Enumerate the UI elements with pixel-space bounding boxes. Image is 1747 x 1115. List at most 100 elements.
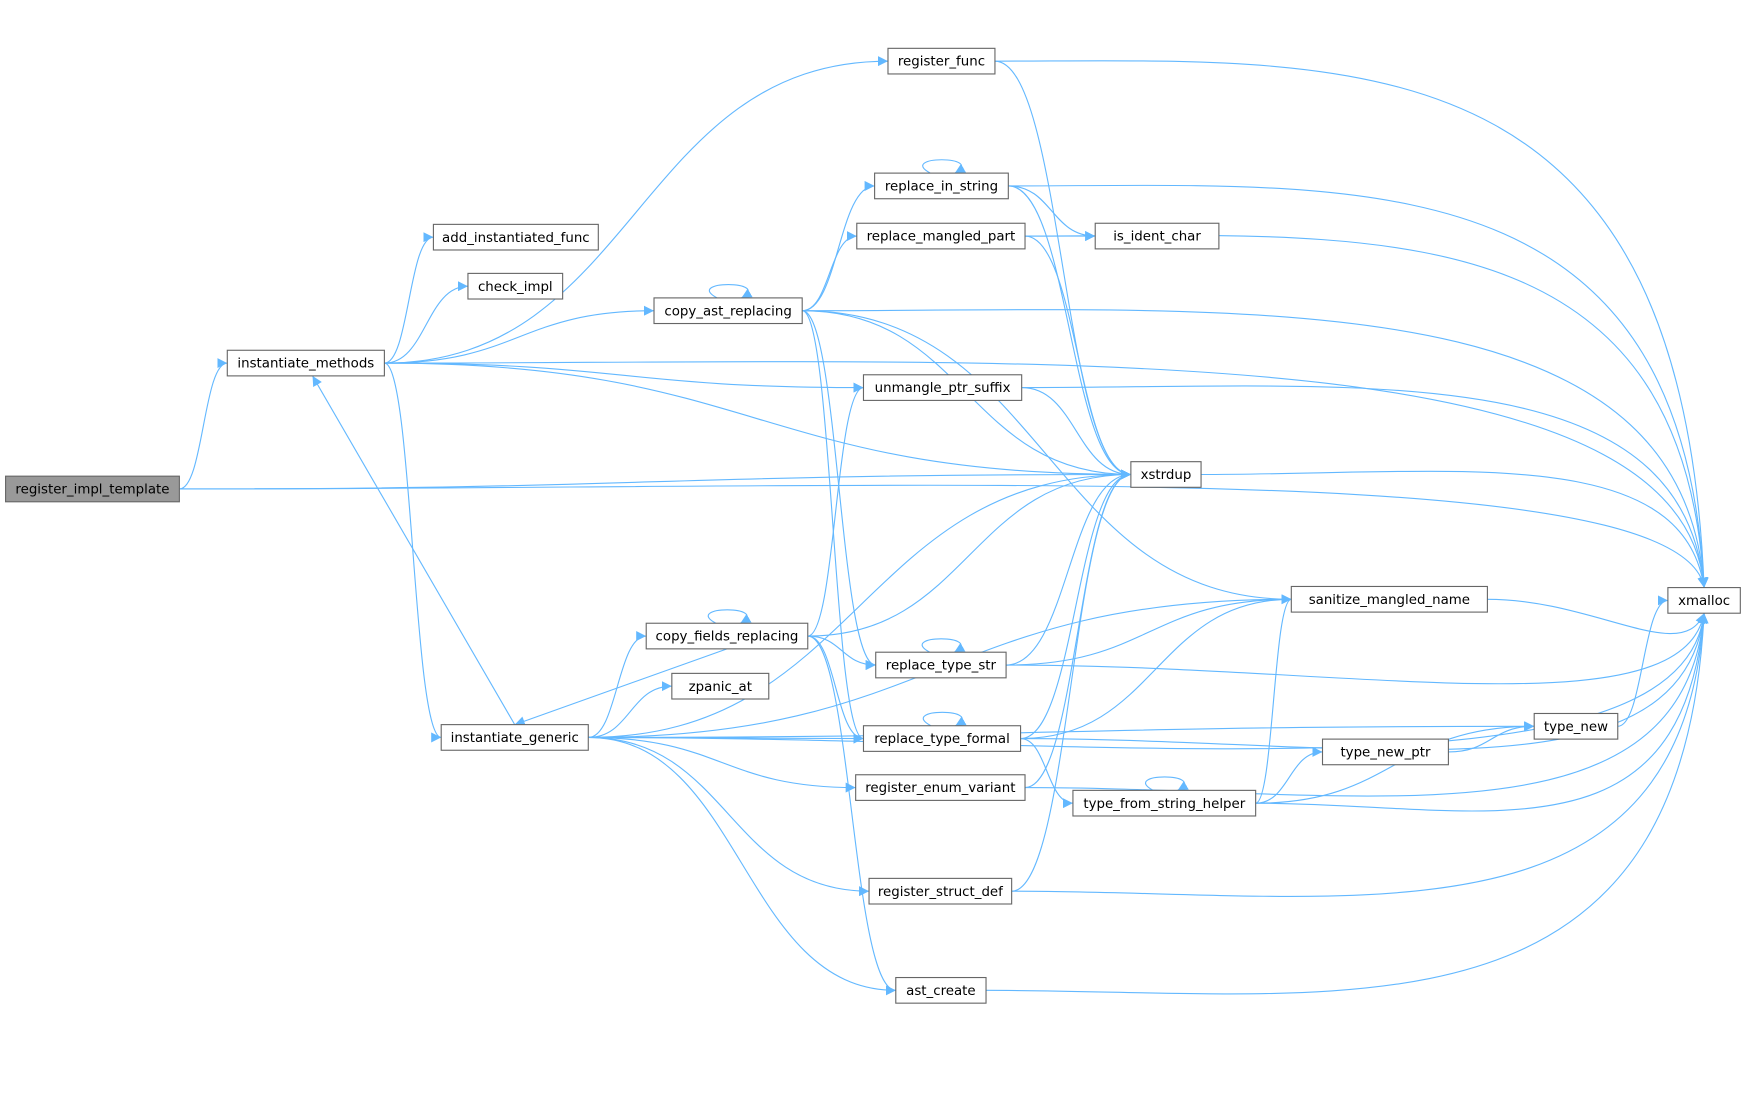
node-replace_type_str[interactable]: replace_type_str [875,651,1007,679]
node-type_new[interactable]: type_new [1533,712,1619,740]
edge-unmangle_ptr_suffix-to-xmalloc [1021,385,1709,588]
edge-copy_fields_replacing-to-instantiate_generic [514,648,728,726]
node-is_ident_char[interactable]: is_ident_char [1094,222,1220,250]
node-label: check_impl [478,280,553,295]
edge-instantiate_methods-to-check_impl [384,281,468,364]
node-label: unmangle_ptr_suffix [875,381,1011,396]
edge-replace_type_str-to-replace_type_str [921,638,966,653]
edge-replace_type_str-to-xmalloc [1006,613,1708,685]
edge-replace_in_string-to-xstrdup [1008,185,1131,480]
edge-replace_mangled_part-to-xstrdup [1025,235,1131,480]
node-label: replace_in_string [885,180,998,195]
edge-copy_fields_replacing-to-copy_fields_replacing [707,609,752,624]
edge-instantiate_methods-to-add_instantiated_func [384,232,434,364]
edge-replace_in_string-to-xmalloc [1008,184,1709,588]
node-label: replace_type_formal [874,732,1010,747]
node-label: instantiate_generic [451,731,579,746]
edge-replace_type_formal-to-sanitize_mangled_name [1020,594,1292,740]
edge-type_new-to-xmalloc [1617,595,1669,727]
edge-instantiate_generic-to-register_struct_def [588,736,870,897]
node-ast_create[interactable]: ast_create [895,976,987,1004]
edge-ast_create-to-xmalloc [986,613,1709,995]
node-box [1667,587,1741,614]
edge-type_from_string_helper-to-xmalloc [1255,613,1709,812]
node-label: replace_mangled_part [867,230,1016,245]
edge-instantiate_generic-to-ast_create [588,736,896,996]
node-add_instantiated_func[interactable]: add_instantiated_func [432,223,599,251]
node-register_struct_def[interactable]: register_struct_def [868,877,1013,905]
node-box [875,651,1007,679]
node-unmangle_ptr_suffix[interactable]: unmangle_ptr_suffix [862,374,1023,401]
node-copy_fields_replacing[interactable]: copy_fields_replacing [645,622,809,650]
edge-copy_ast_replacing-to-replace_mangled_part [802,231,857,312]
edge-instantiate_generic-to-instantiate_methods [312,375,516,725]
edge-type_from_string_helper-to-sanitize_mangled_name [1255,594,1292,804]
edge-copy_fields_replacing-to-replace_type_formal [807,635,864,744]
edge-replace_type_str-to-xstrdup [1006,469,1131,666]
edge-copy_ast_replacing-to-replace_type_formal [801,310,864,744]
node-instantiate_generic[interactable]: instantiate_generic [440,724,589,751]
node-register_impl_template[interactable]: register_impl_template [5,475,180,503]
node-replace_mangled_part[interactable]: replace_mangled_part [856,222,1026,250]
edge-register_enum_variant-to-xmalloc [1025,613,1709,797]
node-box [855,774,1026,801]
edge-replace_type_formal-to-replace_type_formal [922,711,967,727]
node-box [874,172,1009,200]
edge-register_impl_template-to-instantiate_methods [179,358,228,490]
edge-instantiate_generic-to-type_new [588,721,1535,738]
node-register_enum_variant[interactable]: register_enum_variant [855,774,1026,801]
node-box [5,475,180,503]
edge-replace_mangled_part-to-xmalloc [1025,234,1709,588]
node-box [1072,789,1257,817]
node-box [645,622,809,650]
edge-replace_type_formal-to-type_from_string_helper [1020,737,1073,809]
edge-replace_type_formal-to-xstrdup [1020,469,1131,740]
edge-type_new_ptr-to-type_new [1448,721,1535,753]
edge-register_func-to-xmalloc [994,60,1709,588]
node-label: instantiate_methods [237,357,374,372]
edge-instantiate_generic-to-zpanic_at [588,681,672,738]
edge-copy_ast_replacing-to-replace_type_str [802,310,876,670]
node-box [226,349,385,377]
edge-type_from_string_helper-to-type_new_ptr [1255,746,1323,804]
node-box [862,374,1023,401]
node-box [895,976,987,1004]
node-register_func[interactable]: register_func [887,47,996,75]
node-box [432,223,599,251]
node-box [887,47,996,75]
edge-copy_ast_replacing-to-sanitize_mangled_name [802,310,1292,605]
node-type_new_ptr[interactable]: type_new_ptr [1321,738,1449,766]
node-label: copy_fields_replacing [656,630,799,645]
node-label: type_new_ptr [1340,746,1431,761]
node-replace_in_string[interactable]: replace_in_string [874,172,1009,200]
node-label: ast_create [906,984,975,999]
node-xstrdup[interactable]: xstrdup [1130,461,1202,488]
node-label: xstrdup [1141,468,1192,483]
node-box [856,222,1026,250]
node-label: register_enum_variant [865,781,1015,796]
edge-instantiate_methods-to-xstrdup [384,362,1131,480]
node-label: sanitize_mangled_name [1309,593,1470,608]
node-label: zpanic_at [689,680,752,695]
edge-replace_type_formal-to-xmalloc [1020,613,1708,751]
node-check_impl[interactable]: check_impl [467,272,564,300]
node-label: replace_type_str [886,659,997,674]
edge-copy_fields_replacing-to-ast_create [807,635,896,996]
edge-instantiate_methods-to-register_func [384,56,888,364]
node-label: add_instantiated_func [442,231,590,246]
edge-copy_fields_replacing-to-replace_type_str [807,635,876,671]
edge-instantiate_methods-to-unmangle_ptr_suffix [384,362,864,393]
edge-replace_in_string-to-replace_in_string [922,159,967,174]
node-label: xmalloc [1678,594,1730,609]
node-instantiate_methods[interactable]: instantiate_methods [226,349,385,377]
node-sanitize_mangled_name[interactable]: sanitize_mangled_name [1290,585,1488,613]
node-type_from_string_helper[interactable]: type_from_string_helper [1072,789,1257,817]
node-xmalloc[interactable]: xmalloc [1667,587,1741,614]
node-copy_ast_replacing[interactable]: copy_ast_replacing [653,297,803,325]
node-box [653,297,803,325]
node-replace_type_formal[interactable]: replace_type_formal [862,725,1022,752]
node-zpanic_at[interactable]: zpanic_at [671,672,770,700]
edge-replace_type_str-to-sanitize_mangled_name [1006,594,1292,666]
edge-instantiate_methods-to-copy_ast_replacing [384,305,655,364]
